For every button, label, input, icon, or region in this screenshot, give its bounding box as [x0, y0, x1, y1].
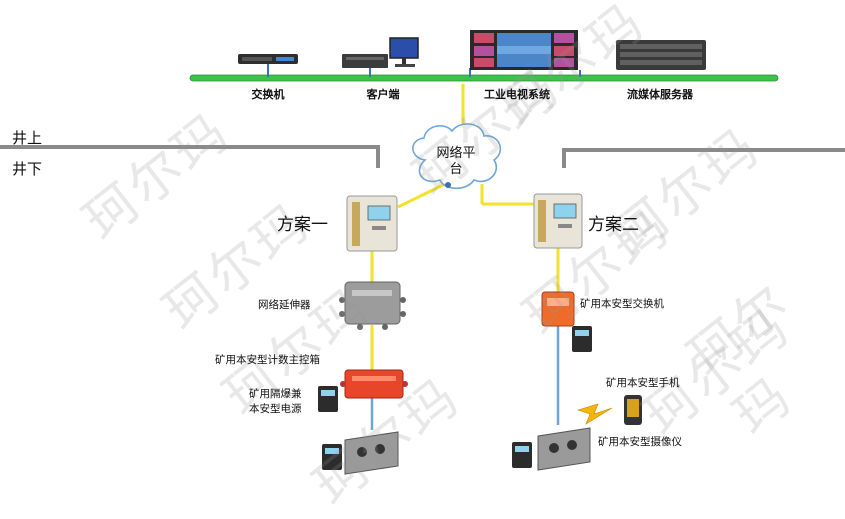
plan1-cabinet	[346, 195, 398, 252]
network-bus	[189, 74, 779, 82]
label-media-server: 流媒体服务器	[627, 88, 693, 101]
power-supply-3	[572, 326, 592, 352]
label-cctv: 工业电视系统	[484, 88, 550, 101]
plan2-cabinet	[533, 193, 583, 249]
network-extender	[339, 281, 406, 330]
label-cloud: 网络平 台	[436, 146, 475, 178]
system-diagram	[0, 30, 845, 475]
cloud-network-platform	[412, 123, 502, 190]
label-power-line2: 本安型电源	[249, 403, 302, 415]
mining-switch	[541, 291, 575, 327]
cloud-line1: 网络平	[436, 146, 476, 161]
cloud-line2: 台	[449, 162, 463, 177]
label-extender: 网络延伸器	[258, 299, 311, 311]
switch-device	[238, 54, 298, 64]
label-master-box: 矿用本安型计数主控箱	[215, 354, 320, 366]
media-server	[616, 40, 706, 70]
mining-phone	[624, 395, 642, 425]
camera-plan2	[537, 427, 591, 471]
label-above-ground: 井上	[12, 129, 43, 147]
power-supply-4	[512, 442, 532, 468]
label-mining-switch: 矿用本安型交换机	[580, 298, 664, 310]
label-plan1: 方案一	[277, 215, 328, 235]
master-control-box	[340, 369, 408, 399]
label-client: 客户端	[366, 88, 400, 101]
label-below-ground: 井下	[12, 160, 43, 178]
label-phone: 矿用本安型手机	[606, 377, 680, 389]
label-plan2: 方案二	[588, 215, 639, 235]
ground-line-left	[0, 145, 380, 168]
label-power-line1: 矿用隔爆兼	[249, 388, 302, 400]
label-switch: 交换机	[251, 88, 285, 101]
wireless-bolt-icon	[577, 403, 613, 425]
power-supply-2	[322, 444, 342, 470]
client-pc	[342, 37, 419, 68]
ground-line-right	[562, 148, 845, 168]
label-camera: 矿用本安型摄像仪	[598, 436, 682, 448]
camera-plan1	[344, 431, 399, 475]
cctv-wall	[470, 30, 578, 70]
power-supply-1	[318, 386, 338, 412]
